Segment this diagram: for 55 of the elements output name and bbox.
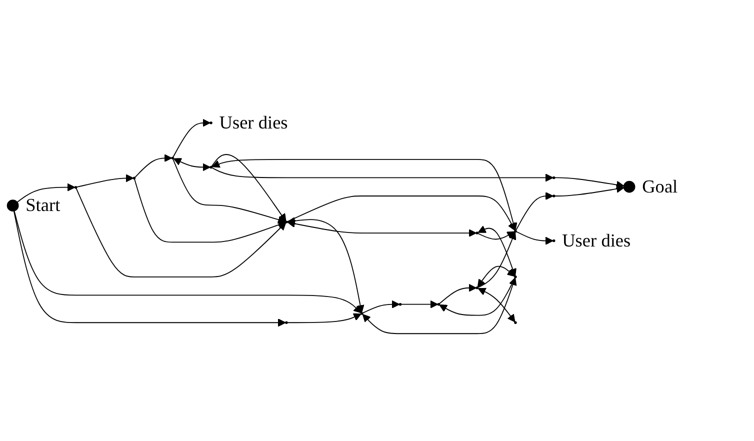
state-dot	[210, 166, 212, 169]
state-dot	[398, 303, 402, 306]
arrow	[554, 184, 624, 196]
arrow	[286, 196, 516, 231]
state-label: User dies	[562, 230, 631, 251]
arrow	[212, 159, 518, 231]
arrow	[134, 154, 172, 178]
arrow	[14, 210, 362, 314]
state-label: Goal	[642, 176, 678, 197]
arrow	[134, 178, 286, 243]
arrow	[477, 232, 516, 288]
state-dot	[360, 312, 364, 315]
arrow	[362, 277, 517, 334]
state-dot	[285, 220, 288, 224]
arrow	[16, 183, 76, 203]
state-dot	[552, 176, 556, 180]
state-dot	[552, 239, 556, 242]
arrow	[439, 277, 516, 316]
arrow	[400, 300, 438, 308]
arrow	[362, 300, 400, 314]
state-dot	[514, 321, 517, 324]
state-label: Start	[26, 196, 60, 216]
arrow	[516, 231, 554, 245]
arrow	[172, 158, 286, 224]
arrow	[76, 188, 286, 278]
state-dot	[285, 321, 288, 324]
state-dot	[210, 122, 212, 124]
state-dot	[171, 156, 174, 160]
arrow	[478, 288, 516, 322]
state-dot	[132, 176, 136, 180]
arrow	[438, 284, 477, 304]
arrow	[477, 266, 516, 288]
arrow	[211, 167, 554, 182]
arrow	[477, 231, 516, 240]
state-dot	[514, 230, 517, 233]
state-dot	[6, 200, 19, 212]
state-dot	[514, 276, 517, 278]
state-label: User dies	[219, 112, 288, 133]
state-dot	[623, 180, 636, 193]
arrow	[211, 154, 286, 222]
arrow	[515, 192, 554, 231]
arrow	[286, 313, 362, 324]
arrow	[554, 177, 624, 189]
state-dot	[437, 303, 440, 306]
state-dot	[552, 194, 556, 198]
state-dot	[476, 232, 478, 234]
arrow	[287, 217, 364, 313]
arrow	[287, 220, 477, 238]
state-dot	[74, 186, 78, 189]
arrow	[172, 118, 210, 158]
arrow	[13, 210, 286, 327]
arrow	[478, 226, 516, 276]
state-dot	[476, 286, 478, 290]
arrow	[76, 174, 134, 188]
arrow	[173, 158, 210, 172]
